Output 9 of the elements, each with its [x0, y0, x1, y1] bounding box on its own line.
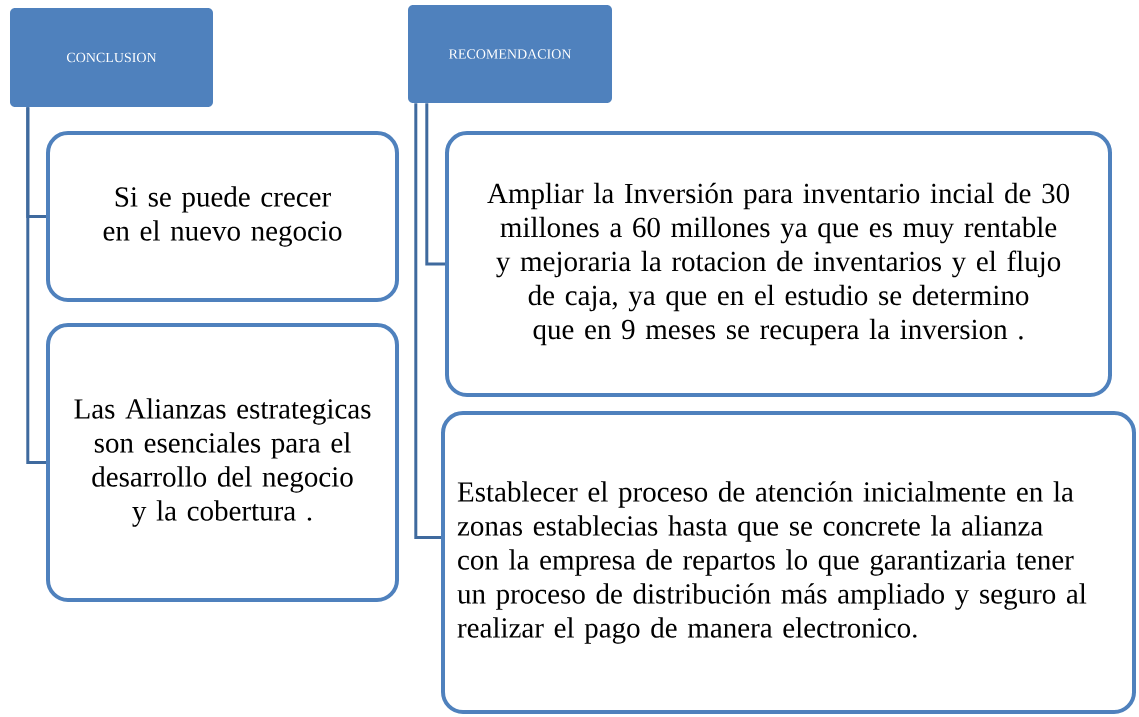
header-box: RECOMENDACION: [408, 5, 612, 103]
text-box: Ampliar la Inversión para inventario incial de 30 millones a 60 millones ya que es muy rentable y mejoraria la rotacion de inventarios y el flujo de caja, ya que en el estudio se determino que en 9 meses se recupera la inversion .: [445, 131, 1112, 397]
header-box: CONCLUSION: [10, 8, 213, 107]
connector-line: [26, 107, 46, 464]
connector-line: [414, 103, 441, 539]
connector-line: [425, 103, 445, 266]
text-box: Si se puede crecer en el nuevo negocio: [46, 131, 399, 302]
text-box: Las Alianzas estrategicas son esenciales para el desarrollo del negocio y la cobertura .: [46, 323, 399, 602]
text-box: Establecer el proceso de atención inicialmente en la zonas establecias hasta que se concrete la alianza con la empresa de repartos lo que garantizaria tener un proceso de distribución más ampliado y seguro al realizar el pago de manera electronico.: [441, 411, 1136, 714]
